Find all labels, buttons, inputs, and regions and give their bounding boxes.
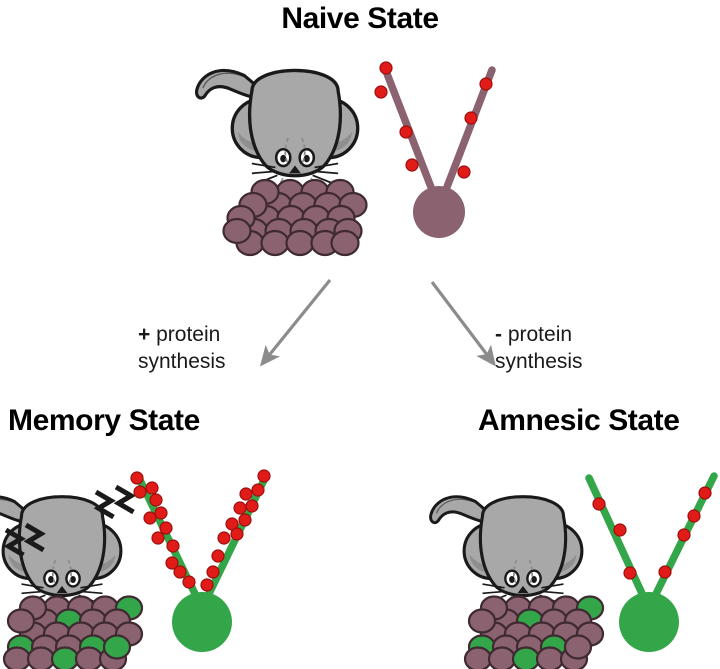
amnesic-dendritic-spines: [592, 486, 712, 580]
minus-protein-synthesis-text: protein synthesis: [495, 323, 583, 373]
transition-arrows: [259, 278, 496, 367]
plus-sign: +: [138, 323, 151, 347]
minus-protein-synthesis-label: - protein synthesis: [495, 296, 583, 375]
amnesic-projection-lines: [496, 595, 556, 623]
memory-projection-lines: [35, 595, 95, 623]
amnesic-state-title: Amnesic State: [478, 404, 680, 437]
amnesic-neuron-grid: [463, 595, 605, 669]
amnesic-neuron: [585, 472, 718, 652]
memory-dendritic-spines: [130, 469, 271, 592]
naive-neuron: [374, 61, 496, 238]
naive-panel-art: [194, 61, 496, 257]
memory-mouse: [0, 495, 123, 605]
memory-neuron-grid: [2, 595, 144, 669]
plus-protein-synthesis-label: + protein synthesis: [138, 296, 226, 375]
arrow-to-amnesic: [430, 281, 496, 367]
minus-sign: -: [495, 323, 502, 347]
naive-neuron-grid: [222, 178, 368, 257]
memory-motion-lines: [6, 487, 134, 555]
memory-panel-art: [0, 469, 271, 669]
arrow-to-memory: [259, 278, 332, 367]
naive-state-title: Naive State: [281, 2, 439, 35]
amnesic-mouse: [429, 495, 584, 605]
naive-dendritic-spines: [374, 61, 493, 179]
plus-protein-synthesis-text: protein synthesis: [138, 323, 226, 373]
memory-state-title: Memory State: [8, 404, 200, 437]
amnesic-panel-art: [429, 472, 718, 669]
memory-neuron: [130, 469, 271, 652]
naive-projection-lines: [267, 177, 330, 209]
naive-mouse: [194, 68, 360, 185]
